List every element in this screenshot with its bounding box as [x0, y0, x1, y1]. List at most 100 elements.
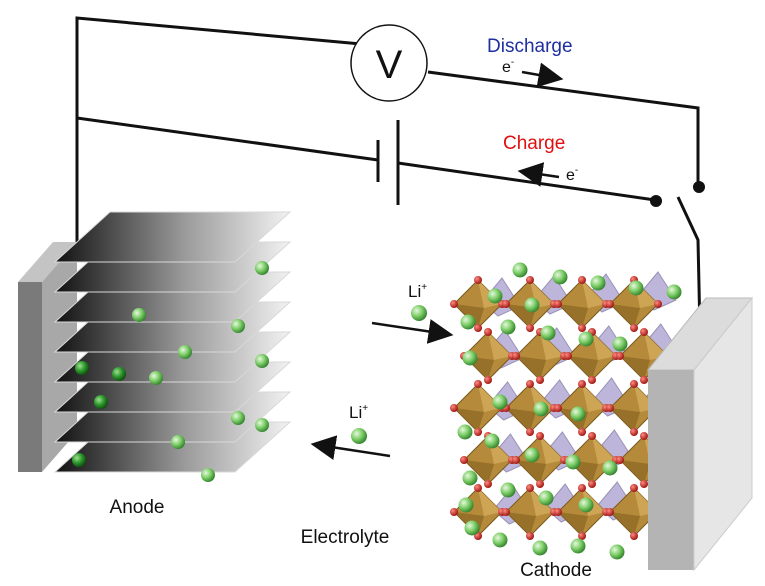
- lithium-ion: [112, 367, 126, 381]
- oxygen-atom: [588, 432, 596, 440]
- oxygen-atom: [630, 484, 638, 492]
- octahedron-facet: [558, 512, 588, 536]
- lithium-ion: [533, 401, 549, 417]
- lithium-ion: [492, 394, 508, 410]
- wire-switch-down: [676, 196, 702, 333]
- octahedron-facet: [582, 384, 606, 412]
- octahedron-facet: [540, 436, 564, 464]
- li-discharge-arrow: [371, 319, 454, 344]
- li-charge-arrow: [310, 435, 391, 460]
- electron-discharge-arrow: [521, 62, 564, 88]
- switch-contact-top: [693, 181, 705, 193]
- oxygen-atom: [588, 376, 596, 384]
- wire-charge-left: [76, 116, 379, 162]
- lithium-ion: [458, 497, 474, 513]
- oxygen-atom: [450, 508, 458, 516]
- lithium-ion: [462, 470, 478, 486]
- lithium-ion: [602, 460, 618, 476]
- octahedron-facet: [464, 460, 494, 484]
- lithium-ion: [612, 336, 628, 352]
- lithium-ion: [75, 361, 89, 375]
- lithium-ion: [538, 490, 554, 506]
- oxygen-atom: [578, 380, 586, 388]
- lithium-ion: [462, 350, 478, 366]
- switch-contact-left: [650, 195, 662, 207]
- lithium-ion: [231, 411, 245, 425]
- oxygen-atom: [606, 508, 614, 516]
- oxygen-atom: [484, 480, 492, 488]
- cathode-collector: [646, 296, 754, 572]
- discharge-label: Discharge: [487, 36, 573, 57]
- oxygen-atom: [554, 300, 562, 308]
- li-ion-label-discharge: Li+: [408, 282, 427, 301]
- oxygen-atom: [616, 352, 624, 360]
- oxygen-atom: [578, 532, 586, 540]
- oxygen-atom: [640, 328, 648, 336]
- octahedron-facet: [516, 356, 546, 380]
- octahedron-facet: [610, 408, 640, 432]
- oxygen-atom: [630, 428, 638, 436]
- lithium-ion: [484, 433, 500, 449]
- octahedron-facet: [506, 408, 536, 432]
- lithium-ion: [590, 275, 606, 291]
- electron-charge-label: e-: [566, 165, 578, 184]
- oxygen-atom: [606, 404, 614, 412]
- lithium-ion: [540, 325, 556, 341]
- oxygen-atom: [526, 428, 534, 436]
- lithium-ion: [231, 319, 245, 333]
- graphite-sheet: [53, 211, 292, 263]
- octahedron-facet: [488, 332, 512, 360]
- lithium-ion: [532, 540, 548, 556]
- voltmeter: V: [350, 24, 428, 102]
- oxygen-atom: [474, 428, 482, 436]
- lithium-ion: [524, 447, 540, 463]
- octahedron-facet: [568, 356, 598, 380]
- lithium-ion: [255, 354, 269, 368]
- oxygen-atom: [512, 352, 520, 360]
- lithium-ion: [578, 497, 594, 513]
- octahedron-facet: [478, 488, 502, 516]
- octahedron-facet: [610, 304, 640, 328]
- lithium-ion: [149, 371, 163, 385]
- voltmeter-circle: [350, 24, 428, 102]
- octahedron-facet: [592, 436, 616, 464]
- oxygen-atom: [526, 380, 534, 388]
- charge-label: Charge: [503, 133, 565, 154]
- oxygen-atom: [640, 376, 648, 384]
- octahedron-facet: [506, 512, 536, 536]
- lithium-ion: [255, 261, 269, 275]
- lithium-ion: [132, 308, 146, 322]
- lithium-ion: [628, 280, 644, 296]
- lithium-ion: [565, 454, 581, 470]
- lithium-ion: [570, 406, 586, 422]
- lithium-ion: [570, 538, 586, 554]
- lithium-ion: [171, 435, 185, 449]
- oxygen-atom: [630, 324, 638, 332]
- cathode-crystal: [450, 262, 688, 560]
- oxygen-atom: [474, 276, 482, 284]
- oxygen-atom: [484, 328, 492, 336]
- migrating-li-ion: [351, 428, 367, 444]
- oxygen-atom: [474, 484, 482, 492]
- oxygen-atom: [554, 508, 562, 516]
- lithium-ion: [460, 314, 476, 330]
- oxygen-atom: [484, 376, 492, 384]
- octahedron-facet: [620, 460, 650, 484]
- electrolyte-label: Electrolyte: [301, 527, 390, 548]
- oxygen-atom: [526, 532, 534, 540]
- lithium-ion: [487, 288, 503, 304]
- lithium-ion: [178, 345, 192, 359]
- lithium-ion: [500, 319, 516, 335]
- octahedron-facet: [620, 356, 650, 380]
- voltmeter-label: V: [376, 43, 403, 87]
- oxygen-atom: [578, 428, 586, 436]
- oxygen-atom: [578, 484, 586, 492]
- octahedron-facet: [454, 408, 484, 432]
- wire-charge-right: [397, 161, 656, 202]
- oxygen-atom: [564, 352, 572, 360]
- oxygen-atom: [630, 532, 638, 540]
- oxygen-atom: [536, 432, 544, 440]
- oxygen-atom: [502, 508, 510, 516]
- oxygen-atom: [536, 376, 544, 384]
